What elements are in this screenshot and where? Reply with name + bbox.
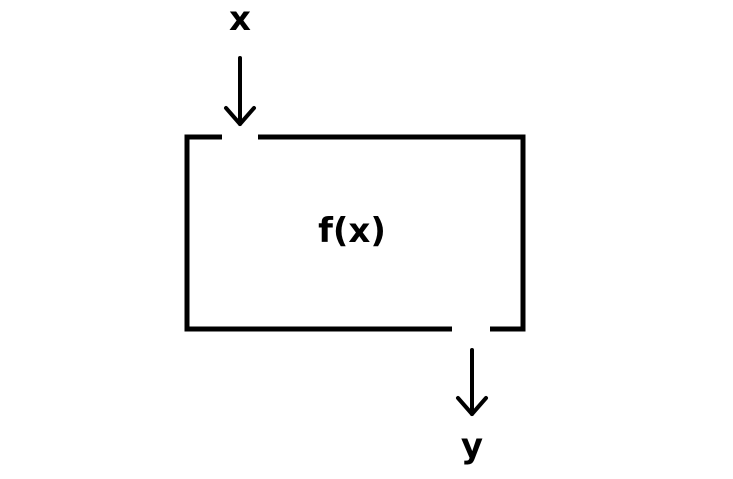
input-arrow	[224, 56, 256, 126]
input-label: x	[229, 0, 251, 39]
output-arrow	[456, 348, 488, 416]
function-label: f(x)	[318, 211, 386, 251]
output-label: y	[461, 426, 483, 466]
function-box	[184, 134, 526, 332]
